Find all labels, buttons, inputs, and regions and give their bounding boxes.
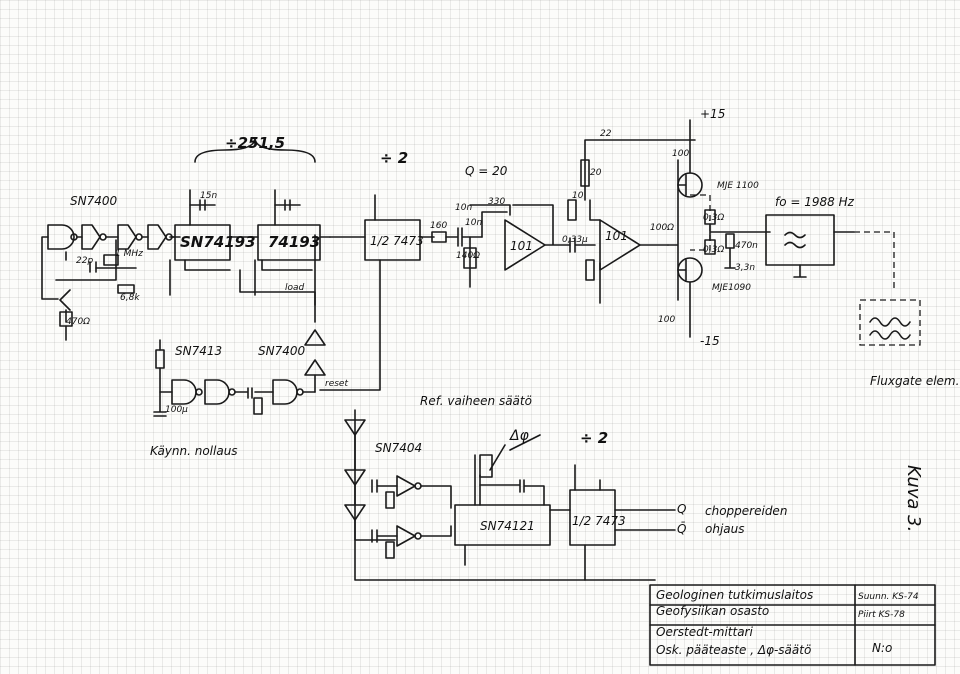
phase-adjust bbox=[344, 409, 676, 581]
output-q-label: Q bbox=[677, 502, 686, 516]
divider-label: ÷251,5 bbox=[225, 134, 285, 152]
q-label: Q = 20 bbox=[465, 164, 508, 178]
reset-label: reset bbox=[325, 379, 348, 389]
ic-7473-top: 1/2 7473 bbox=[370, 234, 424, 248]
c100u-label: 100µ bbox=[165, 405, 188, 415]
title-drawn: Piirt KS-78 bbox=[858, 610, 905, 620]
mje1100-label: MJE 1100 bbox=[717, 181, 759, 191]
c10n-b-label: 10n bbox=[465, 218, 482, 228]
opamp-1: 101 bbox=[510, 239, 533, 253]
r100-top-label: 100 bbox=[672, 149, 689, 159]
c33n-label: 3,3n bbox=[735, 263, 755, 273]
minus15-label: -15 bbox=[700, 334, 720, 348]
r03-bottom-label: 0,3Ω bbox=[703, 245, 724, 255]
ic-74193: 74193 bbox=[268, 233, 320, 251]
title-designed: Suunn. KS-74 bbox=[858, 592, 919, 602]
output-amp bbox=[567, 119, 771, 338]
r140-label: 140Ω bbox=[456, 251, 480, 261]
c15n-label: 15n bbox=[200, 191, 217, 201]
title-institute: Geologinen tutkimuslaitos bbox=[656, 588, 813, 602]
ic-sn74193: SN74193 bbox=[180, 233, 256, 251]
counter-chain bbox=[169, 137, 331, 323]
divide-2-bottom-label: ÷ 2 bbox=[580, 429, 608, 447]
bandpass-filter bbox=[431, 204, 596, 288]
opamp-2: 101 bbox=[605, 229, 628, 243]
load-label: load bbox=[285, 283, 305, 293]
sn7400-mid-label: SN7400 bbox=[258, 344, 305, 358]
title-name: Oerstedt-mittari bbox=[656, 625, 753, 639]
chopper-label-1: choppereiden bbox=[705, 504, 787, 518]
r160-label: 160 bbox=[430, 221, 447, 231]
c033-label: 0,33µ bbox=[562, 235, 588, 245]
output-qbar-label: Q̄ bbox=[677, 522, 686, 536]
sn7400-oscillator bbox=[41, 224, 181, 341]
sn7400-top-label: SN7400 bbox=[70, 194, 117, 208]
title-number: N:o bbox=[872, 641, 892, 655]
c330-label: 330 bbox=[488, 197, 505, 207]
fluxgate-label: Fluxgate elem. bbox=[870, 374, 959, 388]
startup-reset-label: Käynn. nollaus bbox=[150, 444, 238, 458]
startup-reset bbox=[153, 329, 326, 417]
frequency-label: fo = 1988 Hz bbox=[775, 195, 855, 209]
chopper-label-2: ohjaus bbox=[705, 522, 745, 536]
lowpass-filter bbox=[765, 214, 895, 292]
r6k8-label: 6,8k bbox=[120, 293, 140, 303]
ic-sn74121: SN74121 bbox=[480, 519, 535, 533]
c10n-a-label: 10n bbox=[455, 203, 472, 213]
flipflop-top bbox=[319, 194, 435, 391]
r10-label: 10 bbox=[572, 191, 584, 201]
r03-top-label: 0,3Ω bbox=[703, 213, 724, 223]
title-block-frame bbox=[649, 584, 936, 666]
osc-freq-label: 1 MHz bbox=[115, 249, 143, 259]
r470-label: 470Ω bbox=[66, 317, 90, 327]
r100-ohm-label: 100Ω bbox=[650, 223, 674, 233]
c470n-label: 470n bbox=[735, 241, 758, 251]
title-subtitle: Osk. pääteaste , Δφ-säätö bbox=[656, 643, 811, 657]
sn7404-label: SN7404 bbox=[375, 441, 422, 455]
ref-phase-label: Ref. vaiheen säätö bbox=[420, 394, 532, 408]
title-dept: Geofysiikan osasto bbox=[656, 604, 769, 618]
mje1090-label: MJE1090 bbox=[712, 283, 751, 293]
ic-7473-bottom: 1/2 7473 bbox=[572, 514, 626, 528]
r22-label: 22 bbox=[600, 129, 612, 139]
r100-bottom-label: 100 bbox=[658, 315, 675, 325]
delta-phi-label: Δφ bbox=[509, 428, 530, 444]
figure-label: Kuva 3. bbox=[903, 465, 924, 532]
r20-label: 20 bbox=[590, 168, 602, 178]
divide-2-top-label: ÷ 2 bbox=[380, 149, 408, 167]
sn7413-label: SN7413 bbox=[175, 344, 222, 358]
plus15-label: +15 bbox=[700, 107, 725, 121]
c22p-label: 22p bbox=[76, 256, 93, 266]
fluxgate-element bbox=[859, 299, 921, 346]
